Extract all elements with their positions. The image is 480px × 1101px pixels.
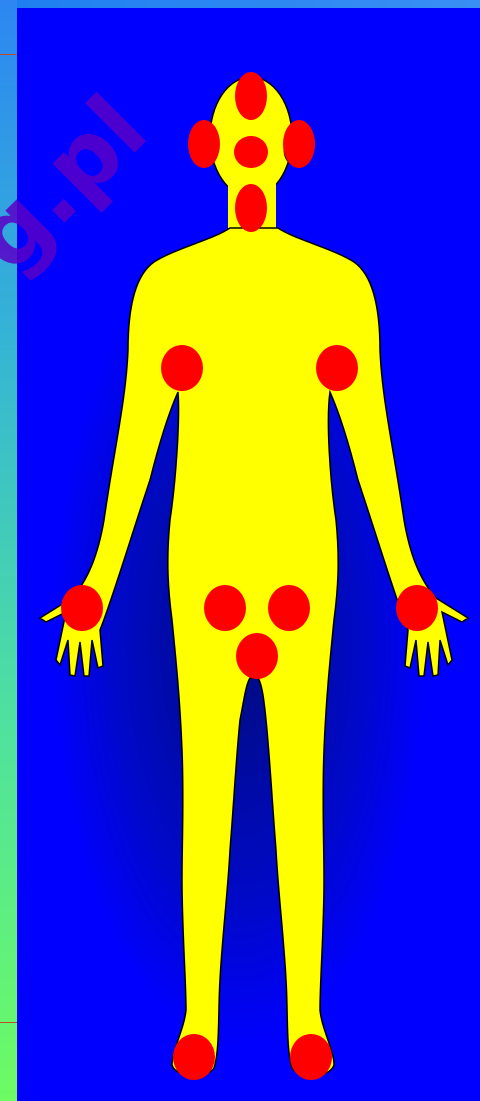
marker-shoulder-right[interactable]	[316, 345, 358, 391]
marker-groin-right[interactable]	[268, 585, 310, 631]
marker-shoulder-left[interactable]	[161, 345, 203, 391]
marker-head-top[interactable]	[235, 72, 267, 120]
marker-groin-center[interactable]	[236, 633, 278, 679]
marker-head-right[interactable]	[283, 120, 315, 168]
marker-foot-right[interactable]	[290, 1034, 332, 1080]
marker-hand-left[interactable]	[61, 585, 103, 631]
marker-head-center[interactable]	[234, 136, 268, 168]
marker-head-left[interactable]	[188, 120, 220, 168]
marker-chin[interactable]	[235, 184, 267, 232]
marker-hand-right[interactable]	[396, 585, 438, 631]
marker-groin-left[interactable]	[204, 585, 246, 631]
marker-foot-left[interactable]	[173, 1034, 215, 1080]
